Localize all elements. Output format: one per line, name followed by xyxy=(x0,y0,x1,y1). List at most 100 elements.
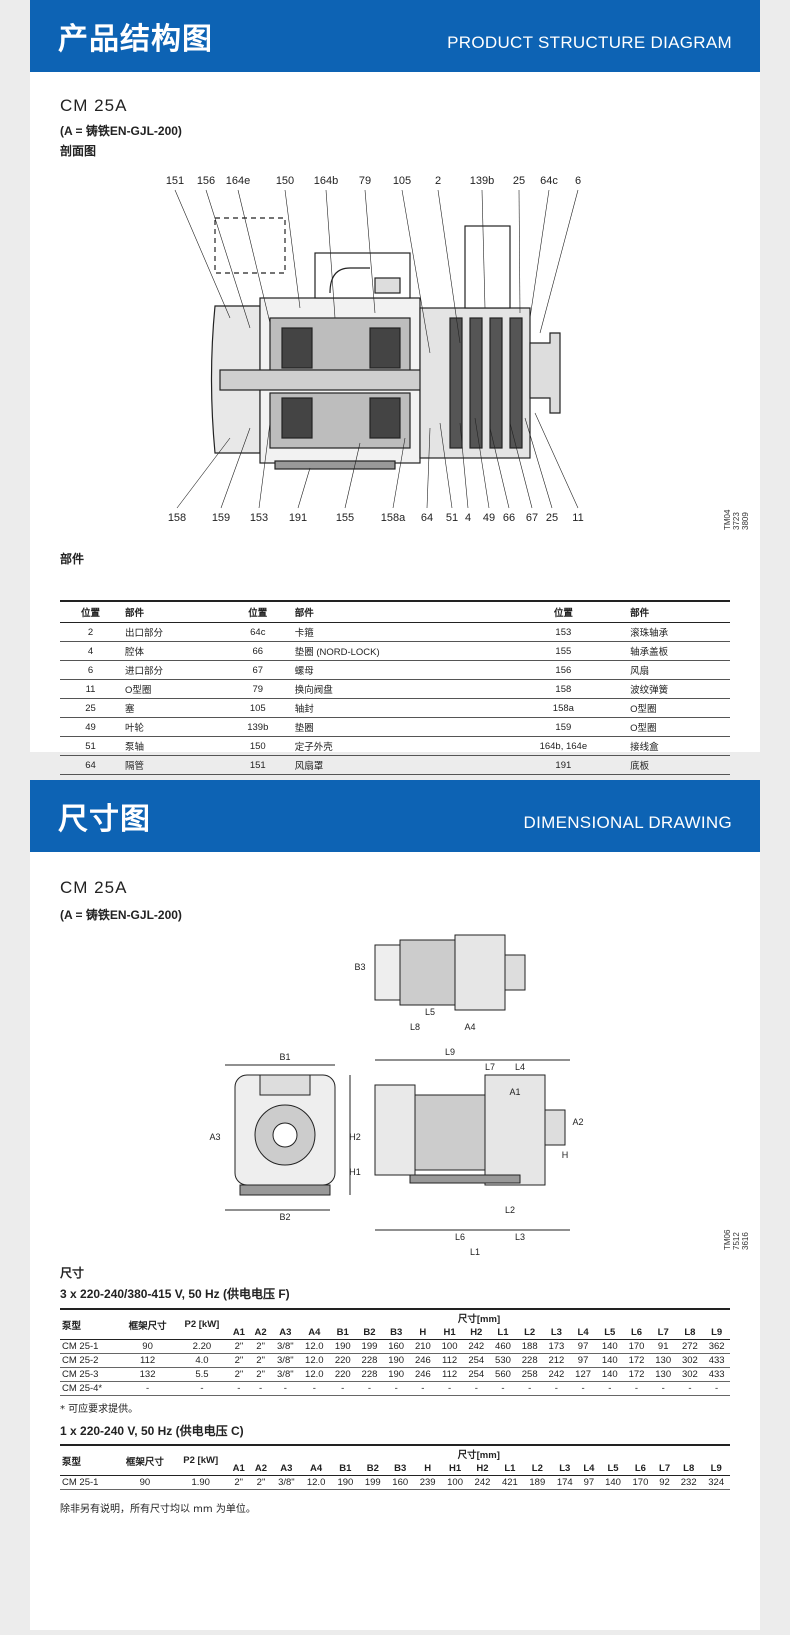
position-label-151: 151 xyxy=(166,175,184,187)
part-name-cell: 风扇罩 xyxy=(290,755,501,775)
value-cell: 5.5 xyxy=(175,1367,229,1382)
leader-line xyxy=(437,189,461,344)
dim-label-L4: L4 xyxy=(515,1062,525,1072)
pump-type-cell: CM 25-2 xyxy=(60,1353,120,1368)
col-a4: A4 xyxy=(300,1462,332,1476)
col-h1: H1 xyxy=(441,1462,469,1476)
position-cell: 151 xyxy=(224,755,291,775)
col-b3: B3 xyxy=(386,1462,414,1476)
value-cell: - xyxy=(382,1381,410,1396)
value-cell: 3/8" xyxy=(271,1339,300,1354)
dimensional-title-en: DIMENSIONAL DRAWING xyxy=(523,813,732,832)
value-cell: - xyxy=(543,1381,570,1396)
position-cell: 191 xyxy=(500,755,627,775)
position-cell: 156 xyxy=(500,660,627,680)
col-a3: A3 xyxy=(272,1462,301,1476)
value-cell: 2" xyxy=(228,1353,250,1368)
position-cell: 158 xyxy=(500,679,627,699)
parts-col-position: 位置 xyxy=(500,600,627,623)
col-a2: A2 xyxy=(249,1462,273,1476)
position-cell: 67 xyxy=(224,660,291,680)
position-cell: 25 xyxy=(60,698,121,718)
part-name-cell: O型圈 xyxy=(121,679,225,699)
part-name-cell: 轴封 xyxy=(290,698,501,718)
leader-line xyxy=(364,189,376,314)
part-name-cell: 风扇 xyxy=(626,660,730,680)
value-cell: - xyxy=(175,1381,229,1396)
position-cell: 6 xyxy=(60,660,121,680)
value-cell: 258 xyxy=(516,1367,544,1382)
value-cell: 210 xyxy=(409,1339,437,1354)
value-cell: 100 xyxy=(441,1475,469,1490)
value-cell: 140 xyxy=(596,1367,624,1382)
position-label-79: 79 xyxy=(359,175,371,187)
col-l2: L2 xyxy=(516,1326,544,1340)
col-l8: L8 xyxy=(674,1462,703,1476)
dimensional-model: CM 25A xyxy=(60,878,128,897)
value-cell: 112 xyxy=(436,1353,463,1368)
position-cell: 4 xyxy=(60,641,121,661)
position-label-2: 2 xyxy=(435,175,441,187)
parts-col-position: 位置 xyxy=(60,600,121,623)
position-label-11: 11 xyxy=(572,512,583,524)
col-h: H xyxy=(409,1326,437,1340)
dimensional-drawing-code: TM06 7512 3616 xyxy=(723,1229,750,1250)
value-cell: 2" xyxy=(227,1475,250,1490)
value-cell: 130 xyxy=(649,1367,677,1382)
value-cell: - xyxy=(462,1381,490,1396)
col-a4: A4 xyxy=(299,1326,330,1340)
value-cell: 189 xyxy=(523,1475,552,1490)
structure-title-en: PRODUCT STRUCTURE DIAGRAM xyxy=(447,33,732,52)
pump-type-cell: CM 25-3 xyxy=(60,1367,120,1382)
col-dimensions: 尺寸[mm] xyxy=(228,1308,730,1326)
position-label-51: 51 xyxy=(446,512,458,524)
value-cell: - xyxy=(489,1381,517,1396)
value-cell: 172 xyxy=(623,1367,650,1382)
col-l3: L3 xyxy=(543,1326,570,1340)
leader-line xyxy=(344,442,361,509)
value-cell: 2.20 xyxy=(175,1339,229,1354)
value-cell: 421 xyxy=(496,1475,524,1490)
value-cell: 130 xyxy=(649,1353,677,1368)
value-cell: - xyxy=(516,1381,544,1396)
value-cell: 199 xyxy=(359,1475,387,1490)
position-cell: 139b xyxy=(224,717,291,737)
part-name-cell: O型圈 xyxy=(626,698,730,718)
value-cell: 12.0 xyxy=(299,1339,330,1354)
leader-line xyxy=(474,417,490,509)
value-cell: 170 xyxy=(623,1339,650,1354)
value-cell: 220 xyxy=(329,1367,357,1382)
value-cell: 12.0 xyxy=(299,1367,330,1382)
col-h2: H2 xyxy=(462,1326,490,1340)
part-name-cell: 出口部分 xyxy=(121,622,225,642)
value-cell: - xyxy=(649,1381,677,1396)
value-cell: 433 xyxy=(703,1353,730,1368)
value-cell: 228 xyxy=(516,1353,544,1368)
col-frame-size: 框架尺寸 xyxy=(115,1444,174,1476)
value-cell: 132 xyxy=(119,1367,176,1382)
pump-type-cell: CM 25-4* xyxy=(60,1381,120,1396)
value-cell: - xyxy=(623,1381,650,1396)
position-cell: 49 xyxy=(60,717,121,737)
value-cell: - xyxy=(436,1381,463,1396)
leader-line xyxy=(205,189,251,329)
value-cell: 90 xyxy=(115,1475,174,1490)
col-b3: B3 xyxy=(382,1326,410,1340)
col-l7: L7 xyxy=(649,1326,677,1340)
value-cell: 12.0 xyxy=(299,1353,330,1368)
col-p2: P2 [kW] xyxy=(173,1444,228,1476)
value-cell: 12.0 xyxy=(300,1475,332,1490)
value-cell: 174 xyxy=(551,1475,579,1490)
value-cell: 140 xyxy=(596,1339,624,1354)
value-cell: 246 xyxy=(409,1353,437,1368)
part-name-cell: 腔体 xyxy=(121,641,225,661)
leader-line xyxy=(258,422,271,509)
value-cell: - xyxy=(356,1381,383,1396)
position-cell: 51 xyxy=(60,736,121,756)
part-name-cell: 接线盒 xyxy=(626,736,730,756)
